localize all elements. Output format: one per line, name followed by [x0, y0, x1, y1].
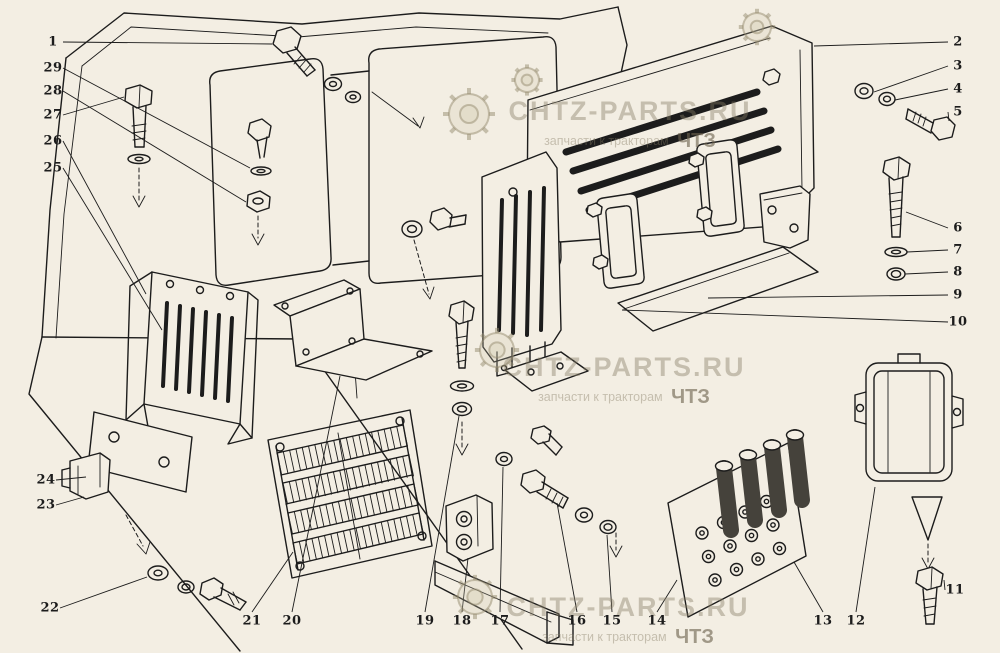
washers-15 — [574, 507, 623, 558]
resistor-assembly-21 — [267, 409, 433, 579]
resistor-mount-bracket — [119, 271, 259, 445]
callout-20: 20 — [282, 613, 302, 629]
lock-washer-4 — [878, 91, 896, 107]
callout-8: 8 — [953, 264, 963, 280]
slotted-panel — [481, 151, 562, 377]
gear-icon — [452, 574, 498, 620]
callout-16: 16 — [567, 613, 587, 629]
washer-bolt-22 — [147, 565, 247, 611]
gear-icon — [443, 88, 495, 140]
callout-10: 10 — [948, 314, 968, 330]
coil-hatch — [276, 424, 424, 565]
hex-bolt-1 — [272, 26, 316, 77]
angle-bracket — [759, 185, 811, 249]
hex-bolt-5 — [905, 108, 956, 141]
callout-18: 18 — [452, 613, 472, 629]
callout-27: 27 — [43, 107, 63, 123]
clamp-bracket-23 — [61, 452, 151, 555]
callout-6: 6 — [953, 220, 963, 236]
callout-7: 7 — [953, 242, 963, 258]
washer-17 — [495, 425, 563, 467]
callout-17: 17 — [490, 613, 510, 629]
callout-12: 12 — [846, 613, 866, 629]
callout-28: 28 — [43, 83, 63, 99]
gear-icon — [511, 64, 543, 96]
hex-bolt-11 — [915, 566, 944, 625]
callout-1: 1 — [48, 34, 58, 50]
bracket-frame-b — [688, 139, 745, 237]
callout-25: 25 — [43, 160, 63, 176]
washers-1 — [323, 76, 362, 104]
hex-nut-28 — [246, 190, 271, 246]
callout-13: 13 — [813, 613, 833, 629]
base-plate — [504, 351, 589, 392]
washer-3 — [854, 82, 874, 100]
callout-22: 22 — [40, 600, 60, 616]
fuse-panel-13 — [667, 429, 810, 618]
mounting-panel-9 — [617, 246, 819, 332]
fuse-holes — [695, 494, 787, 587]
hex-bolt-6 — [882, 156, 911, 238]
callout-3: 3 — [953, 58, 963, 74]
gear-icon — [738, 8, 776, 46]
callout-19: 19 — [415, 613, 435, 629]
callout-9: 9 — [953, 287, 963, 303]
bracket-frame-a — [586, 193, 645, 289]
washer-bolt-mid — [371, 91, 467, 300]
callout-5: 5 — [953, 104, 963, 120]
callout-24: 24 — [36, 472, 56, 488]
connector-block-18 — [445, 494, 494, 562]
callout-2: 2 — [953, 34, 963, 50]
callout-21: 21 — [242, 613, 262, 629]
support-bracket-20 — [273, 279, 433, 381]
relay-box-12 — [854, 353, 964, 570]
callout-15: 15 — [602, 613, 622, 629]
callout-26: 26 — [43, 133, 63, 149]
callout-14: 14 — [647, 613, 667, 629]
callout-4: 4 — [953, 81, 963, 97]
hex-bolt-19 — [448, 300, 475, 456]
gear-icon — [474, 327, 520, 373]
hex-bolt-16 — [520, 469, 569, 509]
mounting-plate-24 — [87, 411, 193, 493]
callout-23: 23 — [36, 497, 56, 513]
callout-11: 11 — [945, 582, 965, 598]
finned-cover-2 — [526, 25, 815, 243]
callout-29: 29 — [43, 60, 63, 76]
hex-bolt-29 — [247, 118, 272, 176]
